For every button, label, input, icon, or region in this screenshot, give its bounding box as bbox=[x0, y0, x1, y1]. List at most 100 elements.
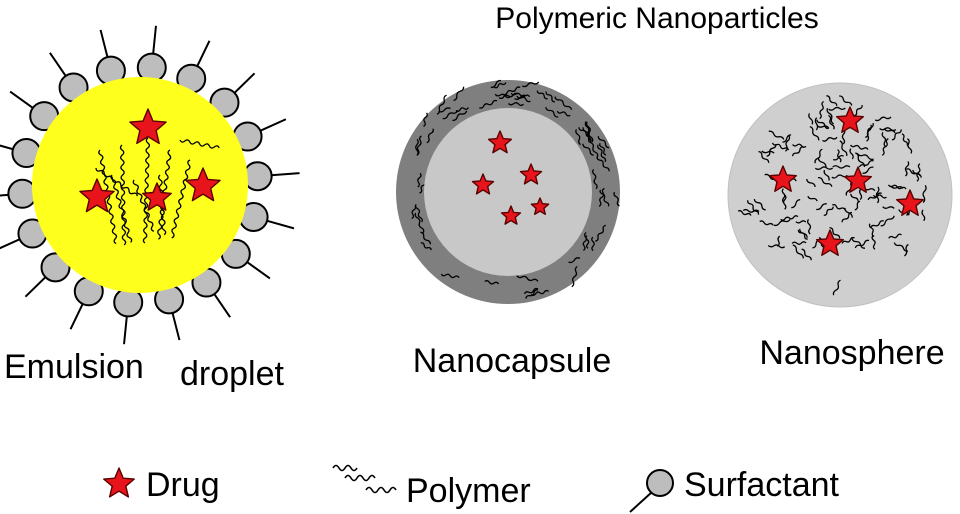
matrix-polymer-chain bbox=[816, 203, 827, 211]
shell-polymer-chain bbox=[525, 289, 539, 299]
surfactant-icon bbox=[629, 469, 674, 513]
shell-polymer-chain bbox=[545, 107, 559, 118]
shell-polymer-chain bbox=[530, 289, 550, 296]
shell-polymer-chain bbox=[484, 280, 500, 285]
sphere-polymer-matrix bbox=[737, 95, 927, 296]
capsule-core bbox=[424, 108, 592, 276]
drug-star bbox=[487, 130, 513, 154]
matrix-polymer-chain bbox=[737, 210, 752, 216]
matrix-polymer-chain bbox=[826, 95, 838, 106]
matrix-polymer-chain bbox=[891, 129, 902, 141]
matrix-polymer-chain bbox=[747, 200, 760, 215]
drug-star bbox=[471, 173, 495, 195]
drug-star bbox=[141, 182, 173, 211]
shell-polymer-chain bbox=[568, 257, 581, 264]
matrix-polymer-chain bbox=[792, 244, 804, 259]
drug-star bbox=[500, 205, 522, 225]
shell-polymer-chain bbox=[442, 110, 459, 120]
polymer-chain bbox=[142, 137, 151, 244]
matrix-polymer-chain bbox=[791, 146, 804, 157]
matrix-polymer-chain bbox=[742, 208, 760, 213]
drug-star bbox=[896, 189, 924, 217]
shell-polymer-chain bbox=[536, 90, 548, 100]
matrix-polymer-chain bbox=[797, 229, 808, 240]
polymer-chain bbox=[179, 139, 220, 149]
surfactant-head bbox=[40, 252, 71, 283]
shell-polymer-chain bbox=[416, 135, 422, 156]
legend-polymer-label: Polymer bbox=[406, 472, 531, 510]
shell-polymer-chain bbox=[453, 86, 465, 102]
shell-polymer-chain bbox=[420, 231, 431, 245]
matrix-polymer-chain bbox=[822, 136, 838, 142]
matrix-polymer-chain bbox=[814, 166, 834, 170]
nanocapsule bbox=[396, 79, 620, 304]
shell-polymer-chain bbox=[438, 107, 451, 113]
matrix-polymer-chain bbox=[839, 140, 848, 157]
polymer-chain bbox=[119, 144, 127, 246]
shell-polymer-chain bbox=[571, 265, 578, 288]
legend-drug-label: Drug bbox=[146, 466, 220, 504]
matrix-polymer-chain bbox=[806, 178, 816, 188]
matrix-polymer-chain bbox=[881, 132, 887, 148]
matrix-polymer-chain bbox=[883, 128, 896, 134]
capsule-shell-polymer bbox=[411, 79, 620, 299]
shell-polymer-chain bbox=[516, 275, 539, 282]
shell-polymer-chain bbox=[516, 95, 531, 103]
matrix-polymer-chain bbox=[871, 235, 876, 250]
matrix-polymer-chain bbox=[759, 220, 774, 226]
shell-polymer-chain bbox=[613, 191, 620, 207]
shell-polymer-chain bbox=[523, 287, 539, 295]
matrix-polymer-chain bbox=[791, 241, 807, 245]
matrix-polymer-chain bbox=[809, 125, 820, 141]
matrix-polymer-chain bbox=[850, 193, 859, 202]
droplet-label: droplet bbox=[180, 355, 285, 393]
shell-polymer-chain bbox=[575, 129, 581, 146]
matrix-polymer-chain bbox=[806, 219, 812, 235]
polymer-icon bbox=[332, 464, 397, 494]
shell-polymer-chain bbox=[582, 231, 587, 251]
matrix-polymer-chain bbox=[816, 124, 830, 129]
shell-polymer-chain bbox=[479, 99, 498, 109]
drug-star-legend bbox=[103, 467, 135, 498]
shell-polymer-chain bbox=[436, 94, 447, 115]
matrix-polymer-chain bbox=[858, 159, 874, 168]
matrix-polymer-chain bbox=[814, 117, 819, 131]
matrix-polymer-chain bbox=[795, 220, 807, 224]
shell-polymer-chain bbox=[510, 92, 531, 98]
matrix-polymer-chain bbox=[784, 135, 791, 152]
matrix-polymer-chain bbox=[882, 206, 895, 209]
matrix-polymer-chain bbox=[854, 200, 861, 211]
matrix-polymer-chain bbox=[859, 188, 863, 200]
capsule-drugs bbox=[471, 130, 550, 225]
matrix-polymer-chain bbox=[872, 194, 887, 199]
shell-polymer-chain bbox=[498, 92, 519, 100]
matrix-polymer-chain bbox=[853, 105, 863, 117]
matrix-polymer-chain bbox=[791, 198, 801, 209]
shell-polymer-chain bbox=[440, 273, 460, 279]
shell-polymer-chain bbox=[585, 121, 594, 143]
shell-polymer-chain bbox=[490, 79, 502, 89]
matrix-polymer-chain bbox=[854, 239, 870, 249]
matrix-polymer-chain bbox=[823, 206, 834, 216]
surfactant-head bbox=[209, 87, 240, 118]
polymer-chain bbox=[171, 159, 191, 239]
shell-polymer-chain bbox=[587, 137, 599, 158]
matrix-polymer-chain bbox=[922, 184, 927, 203]
matrix-polymer-chain bbox=[841, 211, 852, 223]
shell-polymer-chain bbox=[599, 189, 610, 207]
matrix-polymer-chain bbox=[792, 143, 807, 148]
polymer-chain bbox=[95, 167, 138, 197]
droplet-polymer-chains bbox=[95, 137, 220, 246]
matrix-polymer-chain bbox=[893, 242, 909, 252]
matrix-polymer-chain bbox=[829, 226, 841, 239]
shell-polymer-chain bbox=[592, 169, 598, 190]
matrix-polymer-chain bbox=[849, 148, 854, 160]
matrix-polymer-chain bbox=[781, 188, 786, 204]
matrix-polymer-chain bbox=[879, 127, 897, 132]
matrix-polymer-chain bbox=[904, 243, 909, 257]
shell-polymer-chain bbox=[597, 144, 607, 163]
shell-polymer-chain bbox=[417, 172, 422, 188]
shell-polymer-chain bbox=[415, 138, 419, 156]
matrix-polymer-chain bbox=[801, 248, 812, 261]
